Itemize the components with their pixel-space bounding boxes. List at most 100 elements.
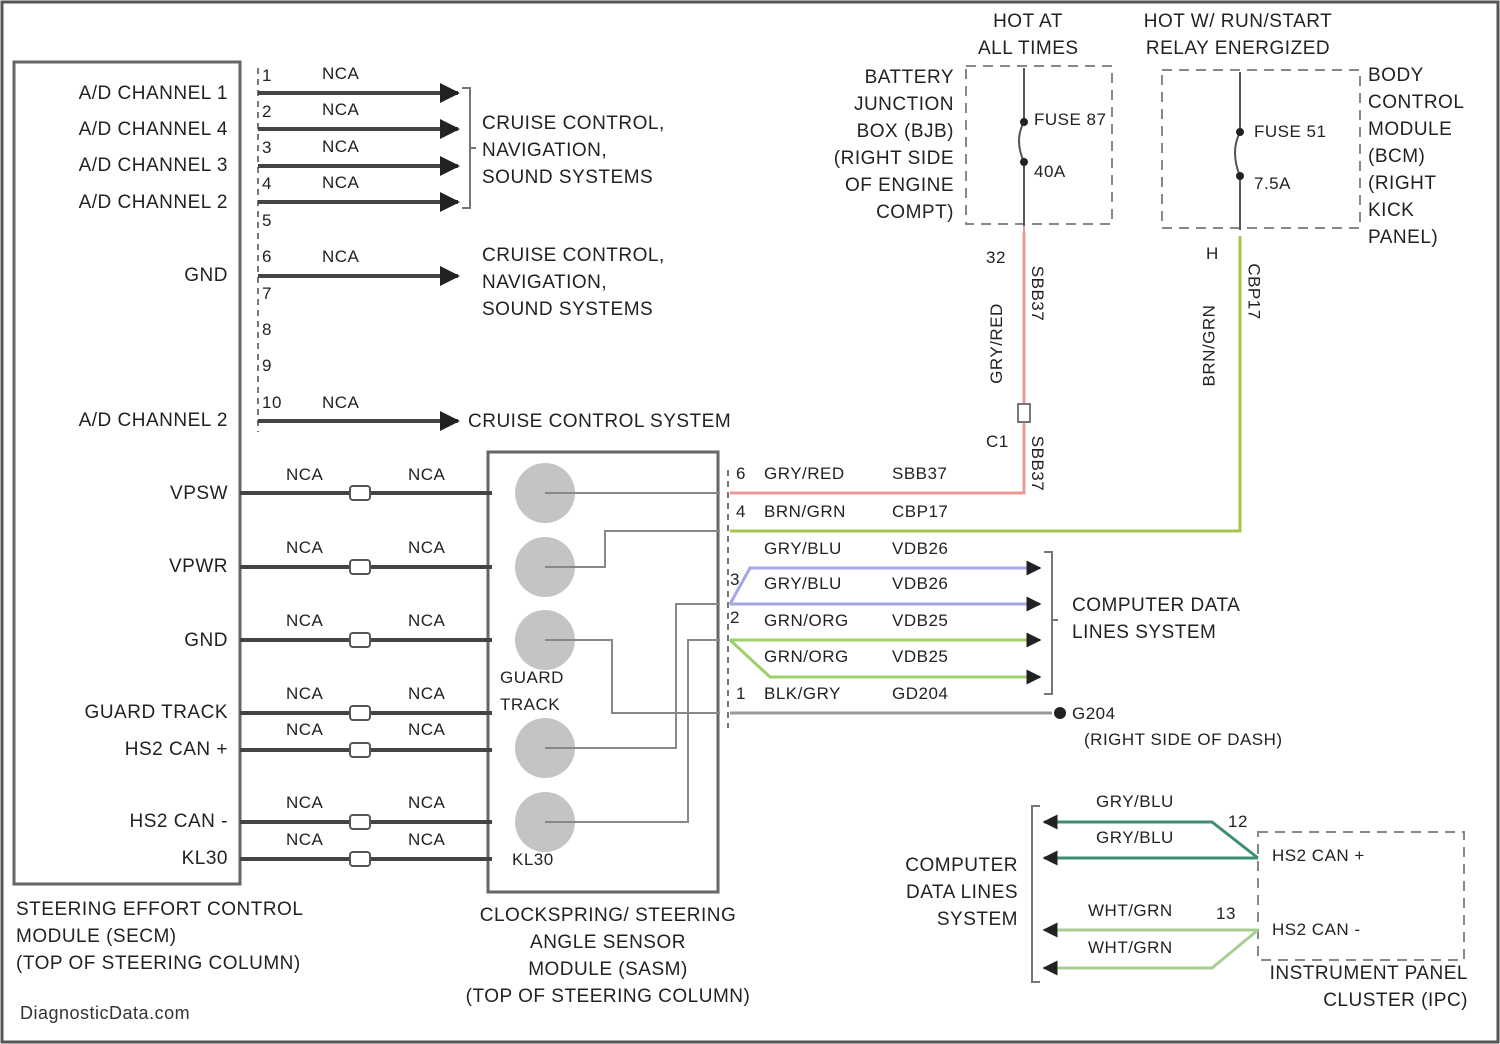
bjb-connector-c1-label: C1 <box>986 428 1009 455</box>
secm-pin-number: 3 <box>262 134 272 161</box>
cruise-group-2-line: CRUISE CONTROL, <box>482 242 665 269</box>
ipc-wire-color: GRY/BLU <box>1096 824 1174 851</box>
sasm-title: CLOCKSPRING/ STEERING ANGLE SENSOR MODUL… <box>430 902 786 1010</box>
bcm-label: BODY CONTROL MODULE (BCM) (RIGHT KICK PA… <box>1368 62 1464 251</box>
secm-channel-2: A/D CHANNEL 2 <box>30 189 228 216</box>
wire-nca-label: NCA <box>408 461 445 488</box>
wire-nca-label: NCA <box>322 133 359 160</box>
wire-nca-label: NCA <box>322 96 359 123</box>
fuse-51-label: FUSE 51 <box>1254 118 1326 145</box>
ipc-wire-color: WHT/GRN <box>1088 897 1173 924</box>
computer-data-lines-line: LINES SYSTEM <box>1072 619 1240 646</box>
bjb-label: BATTERY JUNCTION BOX (BJB) (RIGHT SIDE O… <box>796 64 954 226</box>
fuse-51-terminal <box>1236 128 1244 136</box>
wire-circuit-label: VDB26 <box>892 570 948 597</box>
bjb-circuit-top: SBB37 <box>1024 266 1051 321</box>
wire-nca-label: NCA <box>408 826 445 853</box>
bcm-circuit: CBP17 <box>1241 263 1268 319</box>
fuse-87-terminal <box>1020 118 1028 126</box>
sasm-kl30-label: KL30 <box>512 846 554 873</box>
sasm-pin-number: 1 <box>736 680 746 707</box>
wire-nca-label: NCA <box>286 607 323 634</box>
data-lines-bracket <box>1044 552 1058 694</box>
cruise-group-1-bracket <box>462 88 476 208</box>
cruise-group-2-line: SOUND SYSTEMS <box>482 296 665 323</box>
wire-nca-label: NCA <box>322 243 359 270</box>
ipc-title-line: CLUSTER (IPC) <box>1232 987 1468 1014</box>
bjb-label-line: COMPT) <box>796 199 954 226</box>
ipc-data-lines-line: SYSTEM <box>862 906 1018 933</box>
secm-pin-hs2-can-minus: HS2 CAN - <box>30 808 228 835</box>
wire-nca-label: NCA <box>322 60 359 87</box>
wire-color-label: GRN/ORG <box>764 607 849 634</box>
fuse-51-rating: 7.5A <box>1254 170 1291 197</box>
ipc-data-bracket <box>1032 806 1040 982</box>
secm-title-line: STEERING EFFORT CONTROL <box>16 896 303 923</box>
wire-color-label: GRY/RED <box>764 460 845 487</box>
bjb-wire-color: GRY/RED <box>983 303 1010 384</box>
inline-connectors <box>350 486 370 866</box>
bcm-label-line: BODY <box>1368 62 1464 89</box>
ipc-wire-color: WHT/GRN <box>1088 934 1173 961</box>
wire-nca-label: NCA <box>322 169 359 196</box>
bcm-label-line: (BCM) <box>1368 143 1464 170</box>
bcm-label-line: (RIGHT <box>1368 170 1464 197</box>
secm-pin-number: 4 <box>262 170 272 197</box>
secm-pin-kl30: KL30 <box>30 845 228 872</box>
watermark: DiagnosticData.com <box>20 1000 190 1027</box>
wire-nca-label: NCA <box>408 680 445 707</box>
sasm-pin-number: 3 <box>730 566 740 593</box>
ground-location-label: (RIGHT SIDE OF DASH) <box>1084 726 1283 753</box>
cruise-group-1: CRUISE CONTROL, NAVIGATION, SOUND SYSTEM… <box>482 110 665 191</box>
wire-nca-label: NCA <box>286 534 323 561</box>
secm-pin-number: 10 <box>262 389 282 416</box>
bjb-box <box>966 66 1112 224</box>
bcm-header-line-1: HOT W/ RUN/START <box>1130 8 1346 35</box>
secm-pin-vpsw: VPSW <box>30 480 228 507</box>
sasm-guard-track-line: GUARD <box>500 664 564 691</box>
sasm-sensor-elements <box>515 463 575 852</box>
bjb-connector-pin: 32 <box>986 244 1006 271</box>
sasm-guard-track-line: TRACK <box>500 691 564 718</box>
red-wire <box>730 232 1024 493</box>
bjb-connector-c1 <box>1018 404 1030 422</box>
wire-color-label: GRN/ORG <box>764 643 849 670</box>
cruise-group-1-line: SOUND SYSTEMS <box>482 164 665 191</box>
secm-pin-guard-track: GUARD TRACK <box>30 699 228 726</box>
bcm-label-line: MODULE <box>1368 116 1464 143</box>
secm-sasm-wires <box>240 493 492 859</box>
secm-pin-vpwr: VPWR <box>30 553 228 580</box>
secm-pin-number: 2 <box>262 98 272 125</box>
sasm-pin-number: 4 <box>736 498 746 525</box>
bcm-label-line: KICK <box>1368 197 1464 224</box>
bcm-fuse-circuit <box>1235 72 1240 230</box>
bcm-header: HOT W/ RUN/START RELAY ENERGIZED <box>1130 8 1346 62</box>
bcm-connector-pin: H <box>1206 240 1219 267</box>
secm-pin-hs2-can-plus: HS2 CAN + <box>30 736 228 763</box>
bjb-circuit-bottom: SBB37 <box>1024 436 1051 491</box>
secm-channel-3: A/D CHANNEL 3 <box>30 152 228 179</box>
ground-point <box>1054 707 1066 719</box>
wire-nca-label: NCA <box>408 789 445 816</box>
wire-nca-label: NCA <box>322 389 359 416</box>
ipc-data-lines-line: COMPUTER <box>862 852 1018 879</box>
secm-pin-number: 9 <box>262 352 272 379</box>
sasm-title-line: CLOCKSPRING/ STEERING <box>430 902 786 929</box>
secm-pin-number: 5 <box>262 207 272 234</box>
secm-pin-number: 1 <box>262 62 272 89</box>
wire-circuit-label: VDB25 <box>892 607 948 634</box>
sasm-guard-track-label: GUARD TRACK <box>500 664 564 718</box>
wire-nca-label: NCA <box>286 716 323 743</box>
wire-color-label: BLK/GRY <box>764 680 841 707</box>
wire-circuit-label: GD204 <box>892 680 948 707</box>
wire-nca-label: NCA <box>286 826 323 853</box>
bjb-label-line: BATTERY <box>796 64 954 91</box>
bjb-label-line: (RIGHT SIDE <box>796 145 954 172</box>
bcm-header-line-2: RELAY ENERGIZED <box>1130 35 1346 62</box>
bcm-label-line: CONTROL <box>1368 89 1464 116</box>
ipc-wire-color: GRY/BLU <box>1096 788 1174 815</box>
ipc-pin-hs2-can-plus: HS2 CAN + <box>1272 842 1365 869</box>
sasm-title-line: ANGLE SENSOR <box>430 929 786 956</box>
ipc-data-lines-label: COMPUTER DATA LINES SYSTEM <box>862 852 1018 933</box>
wire-nca-label: NCA <box>286 789 323 816</box>
